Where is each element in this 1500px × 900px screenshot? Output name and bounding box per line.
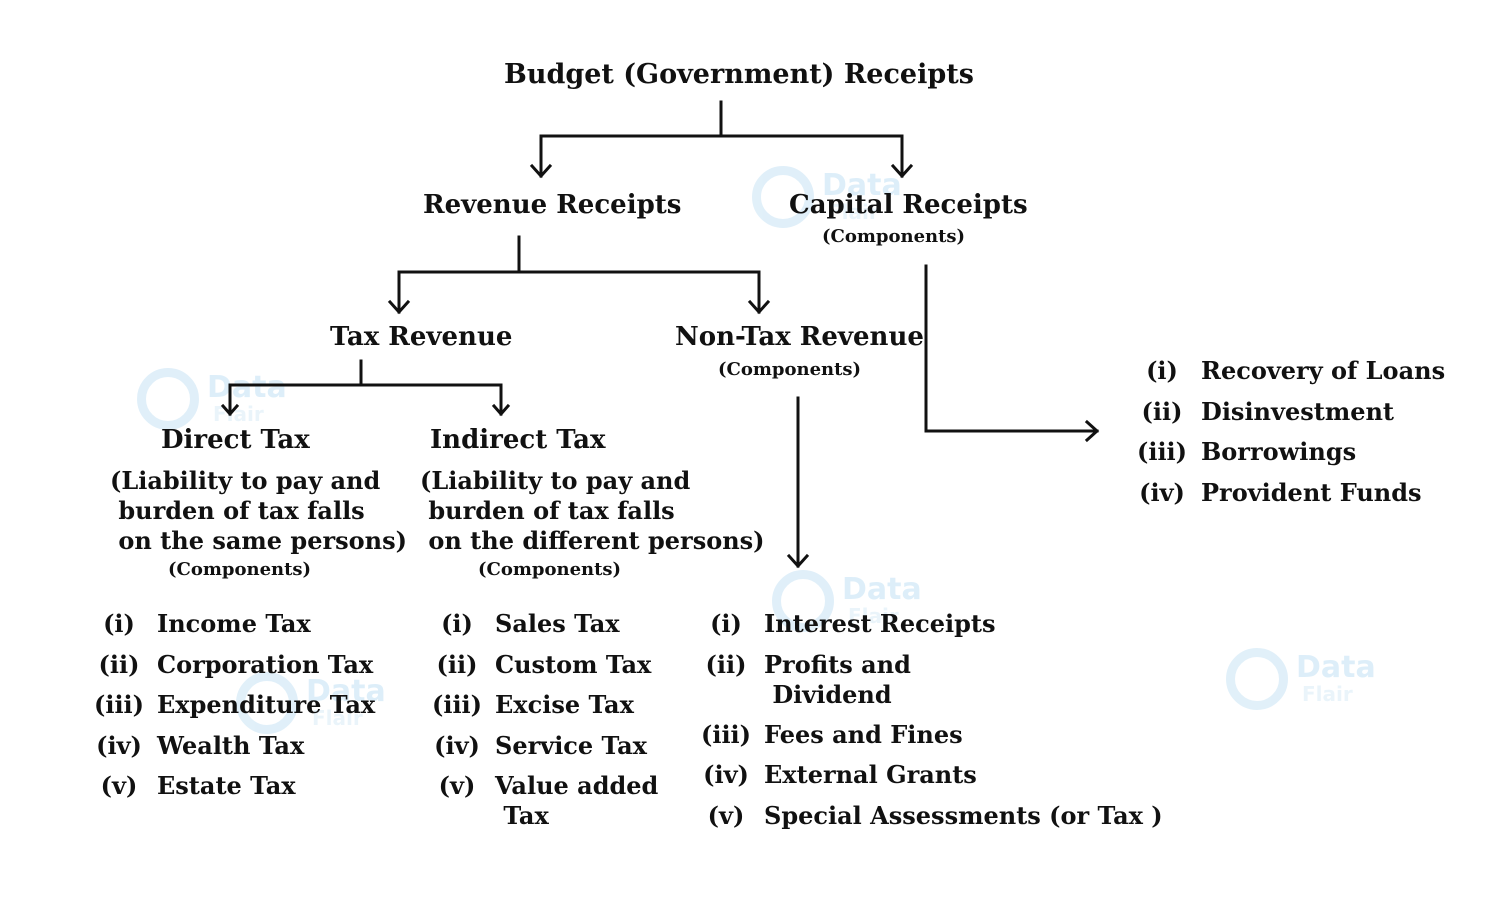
list-item-number: (i) <box>710 609 742 638</box>
list-item-label: Custom Tax <box>495 649 652 679</box>
indirect-tax-title: Indirect Tax <box>430 425 606 455</box>
list-item-label: Excise Tax <box>495 690 634 719</box>
indirect-tax-sub: (Components) <box>478 559 622 580</box>
list-item-number: (ii) <box>1141 396 1183 426</box>
non-tax-revenue-title: Non-Tax Revenue <box>675 322 924 352</box>
list-item-number: (i) <box>103 609 135 638</box>
list-item-label: Service Tax <box>495 730 647 760</box>
root-connector <box>539 100 904 178</box>
tax-arrowheads <box>220 403 511 417</box>
revenue-arrowheads <box>387 299 771 315</box>
tax-connector <box>228 359 503 416</box>
list-item-label: Expenditure Tax <box>157 690 376 719</box>
watermark-ring-icon <box>236 672 298 734</box>
list-item-number: (i) <box>441 609 473 638</box>
list-item-label: Borrowings <box>1201 437 1357 466</box>
list-item-number: (iv) <box>434 730 480 760</box>
list-item-number: (ii) <box>705 649 747 679</box>
list-item-label: Wealth Tax <box>157 730 305 760</box>
list-item-label: Provident Funds <box>1201 477 1422 507</box>
list-item-number: (iii) <box>93 690 145 719</box>
root-arrowheads <box>529 163 914 179</box>
list-item-label: Sales Tax <box>495 609 620 638</box>
list-item-label: Income Tax <box>157 609 311 638</box>
list-item-number: (iv) <box>1139 477 1185 507</box>
watermark-ring-icon <box>772 570 834 632</box>
list-item-label: Estate Tax <box>157 771 296 800</box>
watermark-ring-icon <box>752 166 814 228</box>
list-item-label: Value added Tax <box>495 771 659 830</box>
list-item-number: (i) <box>1146 356 1178 385</box>
list-item-label: Profits and Dividend <box>764 649 911 709</box>
revenue-receipts-title: Revenue Receipts <box>423 190 682 220</box>
direct-tax-title: Direct Tax <box>161 425 310 455</box>
revenue-connector <box>397 235 761 314</box>
list-item-number: (iv) <box>96 730 142 760</box>
tax-revenue-title: Tax Revenue <box>330 322 513 352</box>
list-item-label: Fees and Fines <box>764 719 963 749</box>
list-item-number: (ii) <box>98 649 140 679</box>
capital-connector <box>924 264 1099 433</box>
watermark-ring-icon <box>137 368 199 430</box>
watermark-ring-icon <box>1226 648 1288 710</box>
list-item-label: External Grants <box>764 760 977 789</box>
list-item-number: (v) <box>100 771 138 800</box>
list-item-label: Special Assessments (or Tax ) <box>764 800 1163 830</box>
capital-receipts-title: Capital Receipts <box>789 190 1028 220</box>
list-item-label: Disinvestment <box>1201 396 1395 426</box>
list-item-number: (iii) <box>700 719 752 749</box>
indirect-tax-description: (Liability to pay and burden of tax fall… <box>420 466 765 555</box>
non-tax-arrowhead <box>786 553 810 569</box>
direct-tax-sub: (Components) <box>168 559 312 580</box>
list-item-number: (v) <box>707 800 745 830</box>
list-item-label: Corporation Tax <box>157 649 374 679</box>
root-title: Budget (Government) Receipts <box>504 59 974 90</box>
list-item-number: (iv) <box>703 760 749 789</box>
direct-tax-description: (Liability to pay and burden of tax fall… <box>110 466 407 555</box>
capital-arrowhead <box>1084 419 1100 443</box>
list-item-label: Interest Receipts <box>764 609 996 638</box>
list-item-number: (iii) <box>1136 437 1188 466</box>
list-item-label: Recovery of Loans <box>1201 356 1446 385</box>
non-tax-revenue-sub: (Components) <box>718 359 862 380</box>
capital-receipts-sub: (Components) <box>822 226 966 247</box>
list-item-number: (iii) <box>431 690 483 719</box>
list-item-number: (ii) <box>436 649 478 679</box>
list-item-number: (v) <box>438 771 476 800</box>
